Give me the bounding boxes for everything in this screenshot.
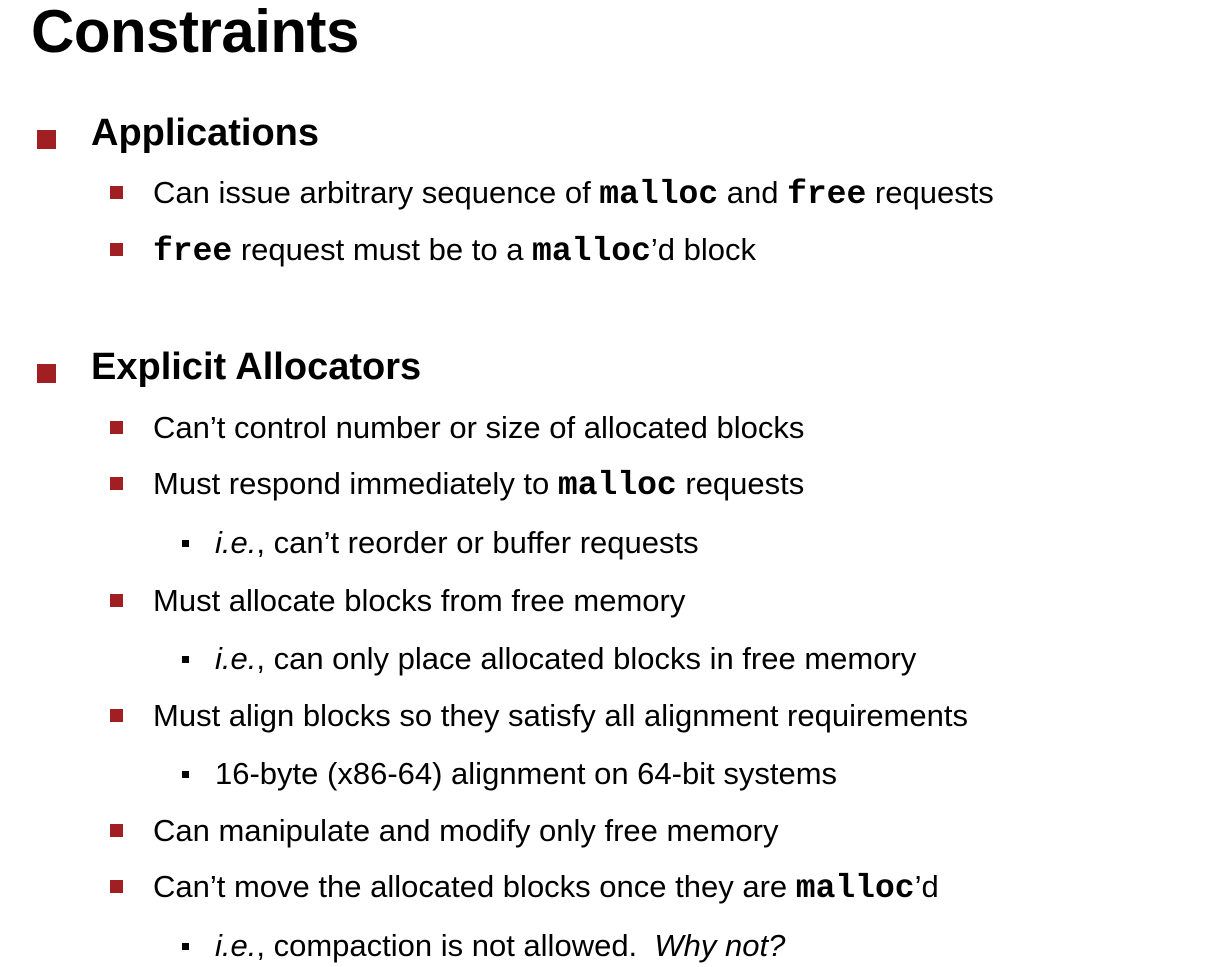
text-run: requests: [676, 466, 805, 501]
text-run: , can only place allocated blocks in fre…: [256, 641, 917, 676]
small-square-bullet-icon: [182, 656, 189, 663]
square-bullet-icon: [110, 477, 123, 490]
text-run: Can’t move the allocated blocks once the…: [153, 869, 796, 904]
why-not-italic: Why not?: [654, 928, 786, 963]
ie-italic: i.e.: [215, 928, 257, 963]
list-item-text: Can’t move the allocated blocks once the…: [153, 869, 939, 907]
list-item-text: Must allocate blocks from free memory: [153, 583, 686, 618]
list-item-text: Must respond immediately to malloc reque…: [153, 466, 804, 504]
list-item-text: Can’t control number or size of allocate…: [153, 410, 805, 445]
square-bullet-icon: [37, 364, 56, 383]
text-run: Can issue arbitrary sequence of: [153, 175, 600, 210]
list-item-text: Must align blocks so they satisfy all al…: [153, 698, 968, 733]
code-free: free: [153, 233, 233, 270]
text-run: and: [718, 175, 788, 210]
sub-list-item-text: i.e., compaction is not allowed. Why not…: [215, 928, 785, 964]
square-bullet-icon: [110, 243, 123, 256]
square-bullet-icon: [110, 594, 123, 607]
code-malloc: malloc: [795, 870, 915, 907]
text-run: request must be to a: [232, 232, 533, 267]
square-bullet-icon: [110, 709, 123, 722]
section-heading: Explicit Allocators: [91, 346, 422, 388]
ie-italic: i.e.: [215, 641, 257, 676]
small-square-bullet-icon: [182, 540, 189, 547]
small-square-bullet-icon: [182, 943, 189, 950]
small-square-bullet-icon: [182, 771, 189, 778]
section-heading: Applications: [91, 112, 320, 154]
square-bullet-icon: [110, 880, 123, 893]
ie-italic: i.e.: [215, 525, 257, 560]
sub-list-item-text: 16-byte (x86-64) alignment on 64-bit sys…: [215, 756, 838, 791]
text-run: ’d: [914, 869, 939, 904]
code-free: free: [787, 176, 867, 213]
list-item-text: Can manipulate and modify only free memo…: [153, 813, 779, 848]
square-bullet-icon: [110, 186, 123, 199]
square-bullet-icon: [37, 130, 56, 149]
slide-title: Constraints: [31, 0, 359, 65]
text-run: requests: [866, 175, 994, 210]
text-run: , can’t reorder or buffer requests: [256, 525, 699, 560]
square-bullet-icon: [110, 421, 123, 434]
code-malloc: malloc: [599, 176, 719, 213]
text-run: , compaction is not allowed.: [256, 928, 655, 963]
sub-list-item-text: i.e., can’t reorder or buffer requests: [215, 525, 699, 561]
text-run: ’d block: [650, 232, 756, 267]
list-item-text: Can issue arbitrary sequence of malloc a…: [153, 175, 994, 213]
code-malloc: malloc: [557, 467, 677, 504]
square-bullet-icon: [110, 824, 123, 837]
text-run: Must respond immediately to: [153, 466, 558, 501]
list-item-text: free request must be to a malloc’d block: [153, 232, 756, 270]
code-malloc: malloc: [532, 233, 651, 270]
sub-list-item-text: i.e., can only place allocated blocks in…: [215, 641, 916, 677]
